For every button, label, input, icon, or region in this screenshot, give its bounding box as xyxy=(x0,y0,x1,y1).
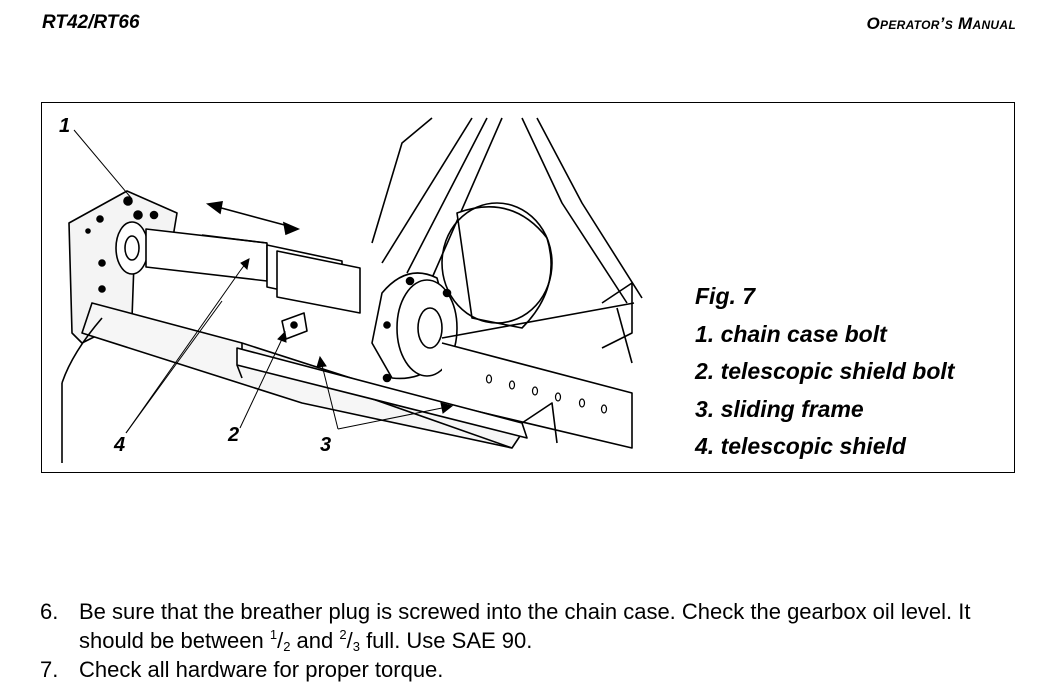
manual-model-header: RT42/RT66 xyxy=(42,12,140,33)
fraction-slash: / xyxy=(277,628,284,653)
instruction-text: Check all hardware for proper torque. xyxy=(79,657,444,682)
figure-caption: Fig. 7 1. chain case bolt 2. telescopic … xyxy=(695,278,954,466)
rotary-tiller-illustration: 1 2 3 4 xyxy=(59,115,643,463)
instruction-number: 7. xyxy=(40,657,59,682)
caption-item-telescopic-shield: 4. telescopic shield xyxy=(695,433,906,459)
caption-item-telescopic-shield-bolt: 2. telescopic shield bolt xyxy=(695,358,955,384)
instruction-text: Be sure that the breather plug is screwe… xyxy=(79,599,971,653)
instruction-number: 6. xyxy=(40,599,59,624)
instruction-text: and xyxy=(290,628,340,653)
callout-2: 2 xyxy=(227,424,239,446)
caption-item-chain-case-bolt: 1. chain case bolt xyxy=(695,320,887,347)
instruction-list: 6. Be sure that the breather plug is scr… xyxy=(40,597,1030,684)
instruction-item-6: 6. Be sure that the breather plug is scr… xyxy=(40,597,1030,655)
manual-title-header: Operator’s Manual xyxy=(866,14,1016,33)
fraction-numerator: 2 xyxy=(339,627,347,642)
instruction-item-7: 7. Check all hardware for proper torque. xyxy=(40,655,1030,684)
fraction-denominator: 2 xyxy=(283,639,291,654)
caption-item-sliding-frame: 3. sliding frame xyxy=(695,395,864,422)
fraction-numerator: 1 xyxy=(269,627,278,642)
callout-1: 1 xyxy=(59,115,70,137)
fraction-slash: / xyxy=(346,628,353,653)
figure-caption-title: Fig. 7 xyxy=(695,283,756,309)
callout-3: 3 xyxy=(320,434,331,456)
callout-4: 4 xyxy=(113,434,125,456)
instruction-text: full. Use SAE 90. xyxy=(359,628,533,653)
figure-7-box: 1 2 3 4 Fig. 7 1. chain case bolt 2. tel… xyxy=(41,102,1015,473)
fraction-denominator: 3 xyxy=(352,639,360,654)
